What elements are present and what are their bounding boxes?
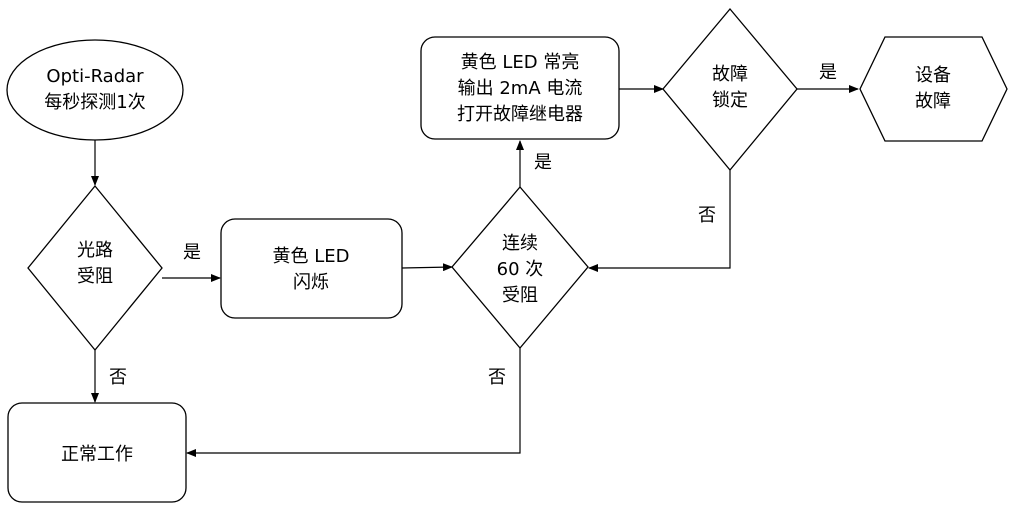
node-normal-line-1: 正常工作 [61, 444, 133, 465]
label-consecutive-no: 否 [488, 367, 506, 388]
node-light-blocked-line-1: 光路 [77, 240, 113, 261]
node-yellow-flash-line-1: 黄色 LED [273, 246, 350, 267]
label-blocked-no: 否 [109, 367, 127, 388]
node-yellow-flash: 黄色 LED 闪烁 [220, 218, 403, 319]
node-consecutive-60-line-1: 连续 [502, 233, 538, 254]
node-fault-locked-line-2: 锁定 [712, 90, 748, 111]
edge-consecutive-no [186, 348, 521, 457]
node-yellow-steady-line-1: 黄色 LED 常亮 [461, 52, 580, 73]
node-yellow-steady-line-2: 输出 2mA 电流 [458, 78, 583, 99]
node-start: Opti-Radar 每秒探测1次 [6, 39, 184, 141]
edge-flash-to-consecutive [401, 263, 453, 272]
node-light-blocked-line-2: 受阻 [77, 266, 113, 287]
node-device-fault-line-2: 故障 [915, 91, 951, 112]
label-locked-no: 否 [698, 205, 716, 226]
label-consecutive-yes: 是 [534, 152, 552, 173]
node-fault-locked: 故障 锁定 [662, 7, 798, 172]
node-fault-locked-line-1: 故障 [712, 64, 748, 85]
node-normal: 正常工作 [7, 402, 187, 503]
label-locked-yes: 是 [819, 62, 837, 83]
node-light-blocked: 光路 受阻 [27, 184, 163, 352]
node-consecutive-60: 连续 60 次 受阻 [451, 185, 589, 350]
node-start-line-2: 每秒探测1次 [44, 92, 145, 113]
node-start-line-1: Opti-Radar [46, 66, 144, 87]
label-blocked-yes: 是 [183, 242, 201, 263]
node-consecutive-60-line-3: 受阻 [502, 285, 538, 306]
node-consecutive-60-line-2: 60 次 [497, 259, 544, 280]
node-yellow-steady: 黄色 LED 常亮 输出 2mA 电流 打开故障继电器 [420, 36, 620, 140]
node-yellow-steady-line-3: 打开故障继电器 [457, 104, 583, 125]
node-device-fault: 设备 故障 [859, 36, 1008, 142]
node-device-fault-line-1: 设备 [915, 65, 951, 86]
node-yellow-flash-line-2: 闪烁 [293, 272, 329, 293]
edge-locked-no [588, 170, 731, 272]
